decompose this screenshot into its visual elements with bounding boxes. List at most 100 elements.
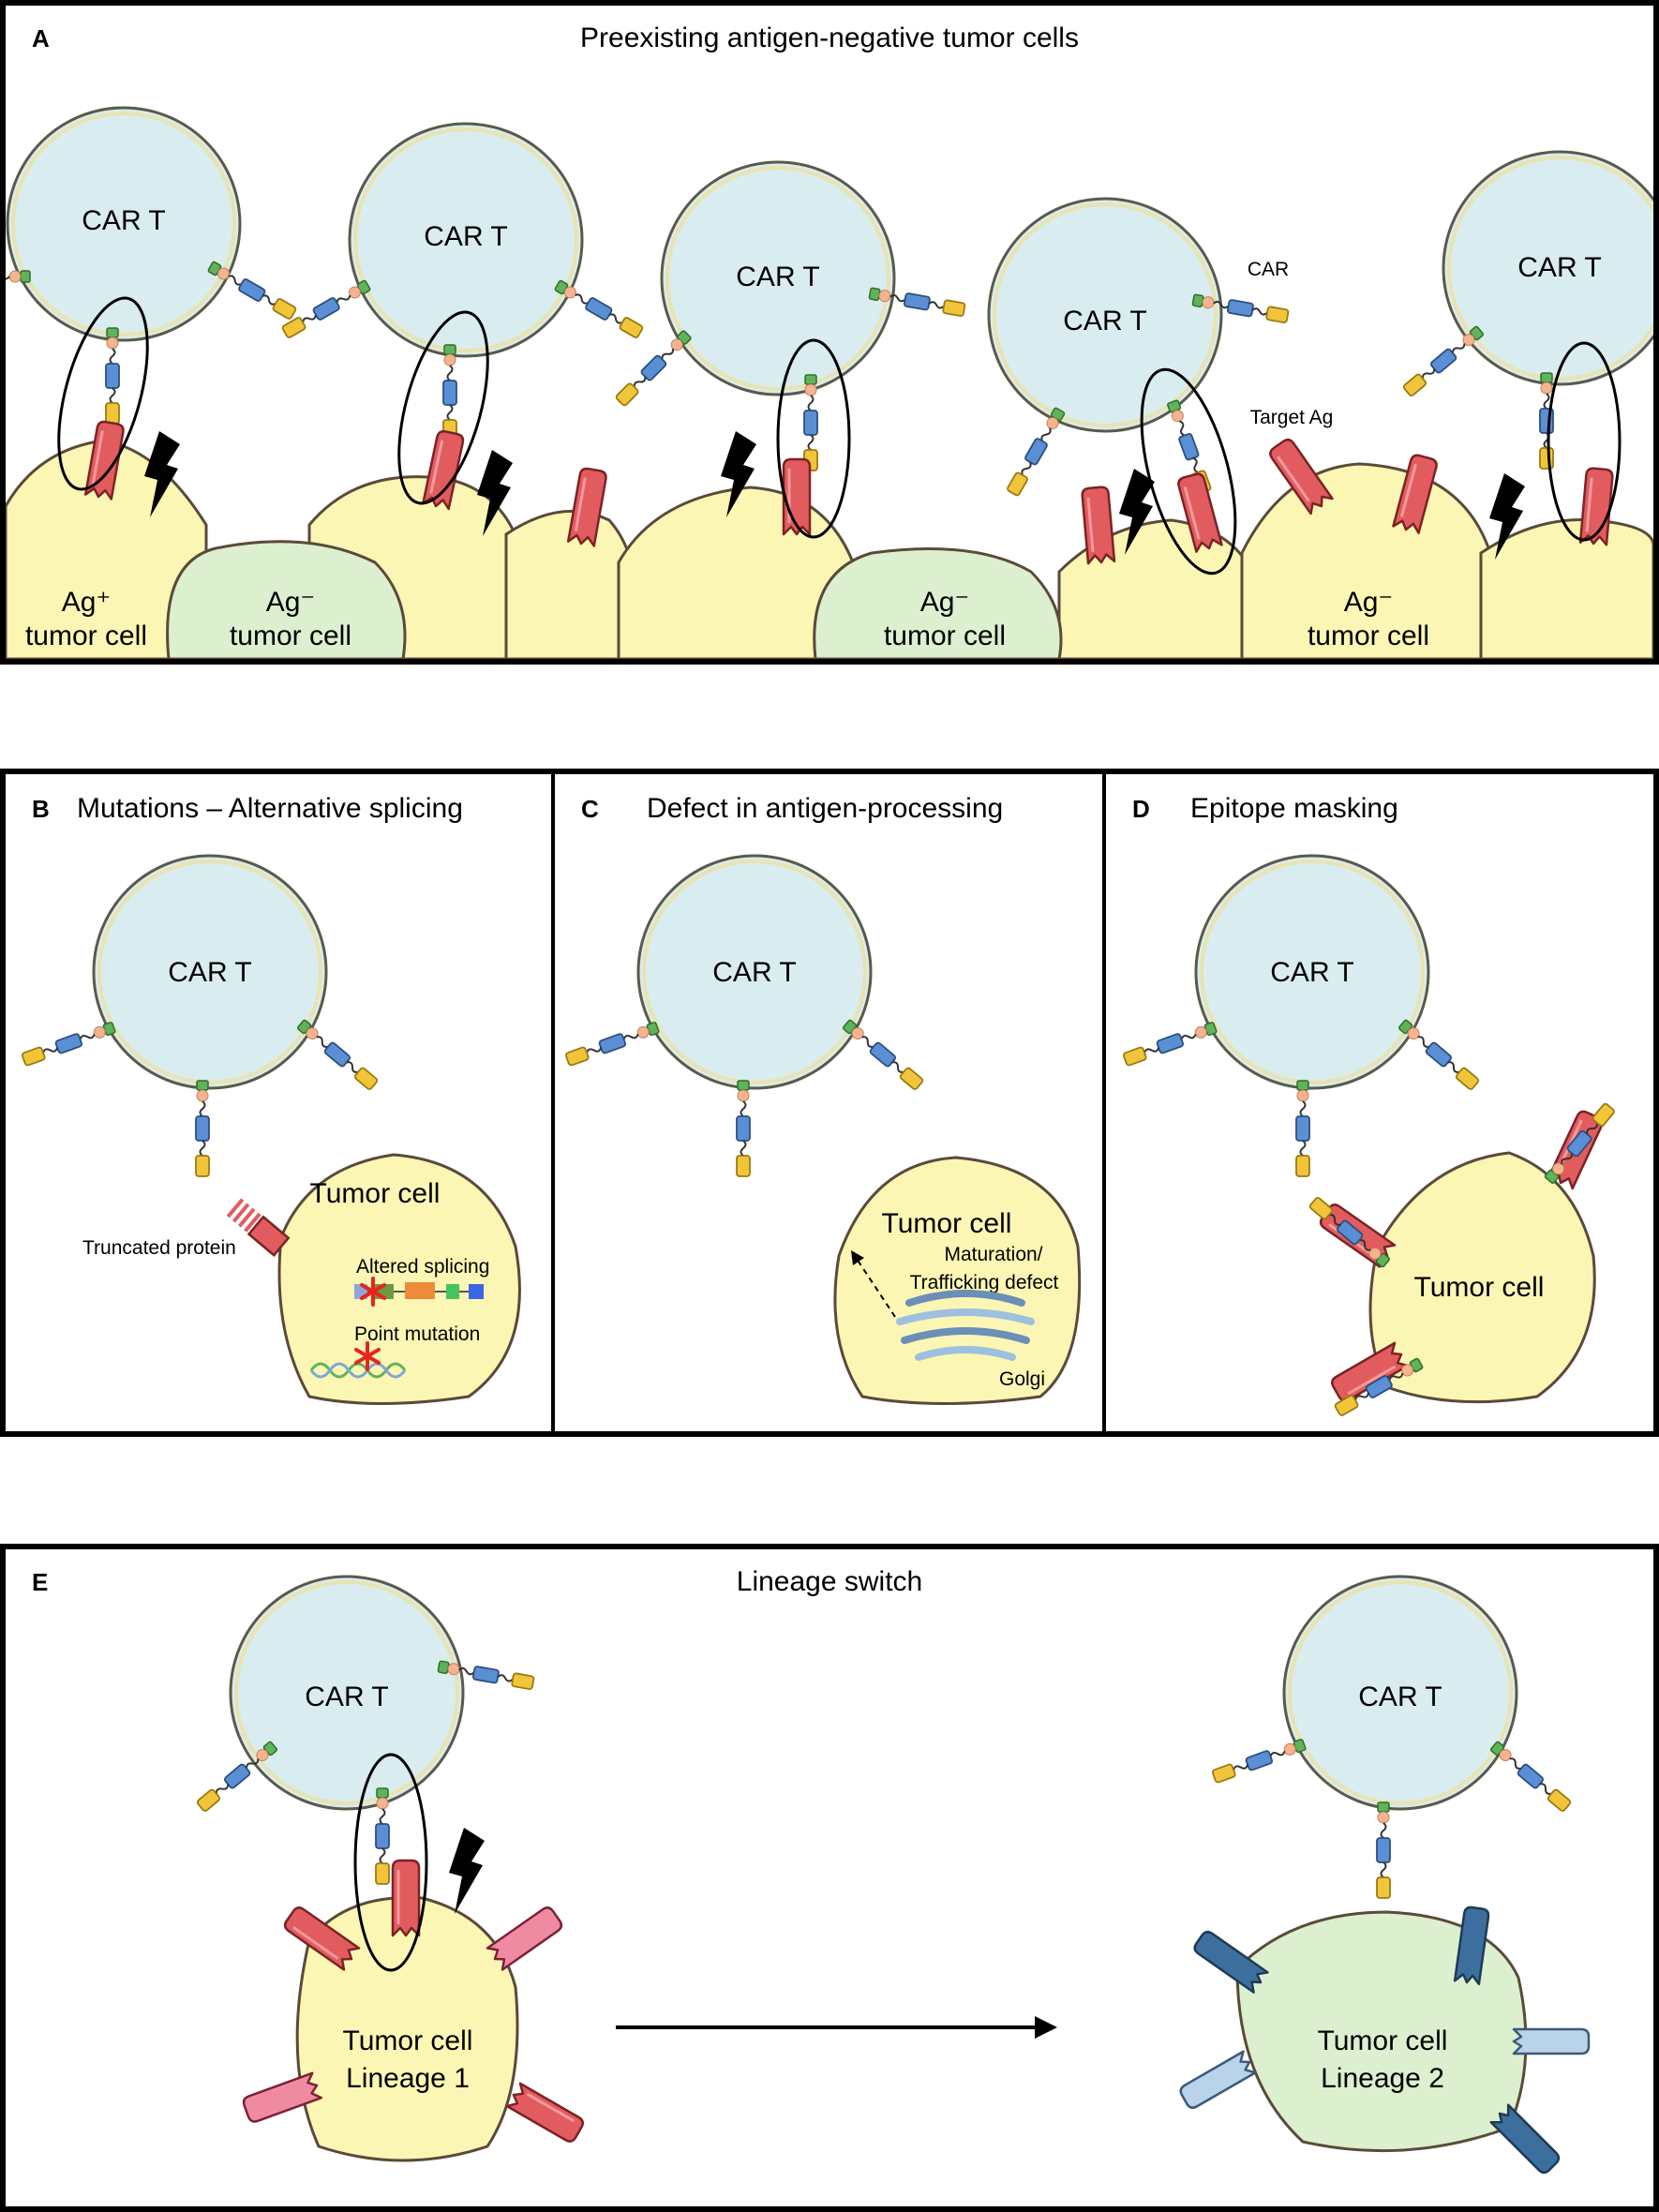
panel-e-frame: [0, 1544, 1659, 2212]
car-receptor: [1122, 1020, 1218, 1068]
panels-bcd: B Mutations – Alternative splicing CAR T…: [0, 769, 1659, 1437]
panel-d-title: Epitope masking: [1190, 793, 1398, 824]
panel-e-letter: E: [32, 1568, 48, 1596]
tumor-cell: [833, 1156, 1082, 1405]
car-t-cell: CAR T: [6, 106, 242, 342]
lineage-2-antigen: [1489, 2103, 1563, 2177]
car-receptor: [736, 1080, 751, 1177]
lineage-2-tumor-cell: [1235, 1910, 1528, 2153]
panel-c-title: Defect in antigen-processing: [647, 793, 1003, 824]
lineage-1-label: Lineage 1: [346, 2063, 470, 2094]
car-receptor: [1005, 406, 1068, 498]
tumor-cell-label: Tumor cell: [1414, 1272, 1545, 1303]
car-t-label: CAR T: [82, 205, 165, 236]
car-t-label: CAR T: [712, 957, 796, 988]
car-t-cell: CAR T: [348, 122, 584, 358]
tumor-cell-label: tumor cell: [884, 620, 1006, 651]
maturation-label: Maturation/: [944, 1244, 1042, 1265]
ag-negative-label: Ag⁻: [1344, 587, 1394, 618]
car-receptor: [105, 327, 120, 425]
tumor-cell-label: Tumor cell: [882, 1208, 1012, 1239]
golgi-label: Golgi: [999, 1368, 1045, 1390]
dna-strand: [309, 1341, 407, 1379]
car-t-label: CAR T: [305, 1681, 388, 1712]
car-receptor: [841, 1017, 925, 1092]
golgi-icon: [896, 1290, 1035, 1361]
panel-d: D Epitope masking CAR T Tumor cell: [1122, 793, 1617, 1418]
lineage-2-marker: [1176, 2050, 1257, 2112]
target-antigen: [505, 2082, 587, 2145]
trafficking-defect-label: Trafficking defect: [910, 1272, 1059, 1293]
transition-arrow-head: [1035, 2016, 1057, 2039]
car-t-cell: CAR T: [229, 1575, 465, 1811]
killing-bolt-icon: [449, 1828, 485, 1914]
car-t-cell: CAR T: [987, 197, 1223, 433]
ag-negative-tumor-cell: [166, 540, 407, 659]
panel-d-letter: D: [1132, 795, 1150, 823]
target-ag-label: Target Ag: [1250, 407, 1334, 428]
synapse-ellipse: [353, 1753, 428, 1972]
car-receptor: [614, 328, 694, 408]
lineage-1-marker: [486, 1904, 565, 1971]
car-receptor: [553, 277, 645, 340]
car-t-label: CAR T: [1517, 252, 1601, 283]
car-receptor: [1401, 323, 1486, 398]
tumor-cell: [277, 1153, 521, 1405]
tumor-cell: [1479, 517, 1653, 659]
car-receptor: [21, 1020, 117, 1068]
panels-bcd-frame: [0, 769, 1659, 1437]
car-receptor: [375, 1787, 390, 1885]
car-t-label: CAR T: [1358, 1681, 1442, 1712]
car-receptor: [1295, 1080, 1310, 1177]
lineage-2-marker: [1512, 2027, 1591, 2055]
car-receptor: [442, 344, 457, 441]
car-t-label: CAR T: [1270, 957, 1353, 988]
altered-splicing-label: Altered splicing: [356, 1256, 489, 1278]
synapse-ellipse: [57, 296, 149, 491]
synapse-ellipse: [776, 338, 851, 539]
car-t-label: CAR T: [168, 957, 251, 988]
car-receptor: [1488, 1739, 1573, 1814]
car-t-cell: CAR T: [1282, 1575, 1518, 1811]
car-receptor: [803, 374, 818, 471]
tumor-cell-label: tumor cell: [25, 620, 147, 651]
tumor-cell-label: tumor cell: [230, 620, 351, 651]
synapse-ellipse: [397, 310, 489, 505]
target-antigen: [1080, 485, 1116, 565]
synapse-ellipse: [1547, 341, 1622, 542]
car-t-label: CAR T: [736, 262, 819, 292]
tumor-cell-label: tumor cell: [1308, 620, 1429, 651]
car-receptor: [564, 1020, 661, 1068]
car-t-label: CAR T: [1063, 306, 1146, 336]
car-receptor: [1539, 372, 1554, 470]
synapse-ellipse: [1140, 367, 1237, 575]
truncated-protein-label: Truncated protein: [82, 1237, 236, 1259]
panel-a-frame: [0, 0, 1659, 665]
panel-a-title: Preexisting antigen-negative tumor cells: [580, 22, 1079, 53]
car-receptor: [1211, 1737, 1308, 1785]
tumor-cell: [1240, 462, 1492, 659]
car-t-cell: CAR T: [636, 854, 873, 1090]
point-mutation-label: Point mutation: [354, 1323, 480, 1345]
car-t-cell: CAR T: [1442, 150, 1653, 386]
car-receptor: [295, 1017, 380, 1092]
tumor-cell-label: Tumor cell: [310, 1178, 441, 1209]
car-t-label: CAR T: [424, 221, 507, 252]
dashed-arrow-head: [851, 1250, 864, 1265]
panel-a-letter: A: [32, 24, 50, 52]
panel-b-title: Mutations – Alternative splicing: [77, 793, 463, 824]
splicing-exons: [354, 1277, 484, 1307]
ag-negative-tumor-cell: [813, 547, 1063, 659]
panel-a: CAR T CAR T CAR T CAR T CAR T: [0, 0, 1659, 665]
truncated-protein: [226, 1198, 291, 1257]
lineage-2-label: Lineage 2: [1321, 2063, 1444, 2094]
tumor-cell-label: Tumor cell: [343, 2025, 473, 2056]
dashed-arrow: [854, 1255, 896, 1318]
car-receptor: [1397, 1017, 1481, 1092]
car-receptor: [1376, 1801, 1391, 1899]
ag-negative-label: Ag⁻: [266, 587, 316, 618]
panel-e: E Lineage switch CAR T Tumor cell Lineag…: [0, 1544, 1659, 2212]
panel-c: C Defect in antigen-processing CAR T Tum…: [564, 793, 1082, 1405]
tumor-cell-label: Tumor cell: [1318, 2025, 1448, 2056]
